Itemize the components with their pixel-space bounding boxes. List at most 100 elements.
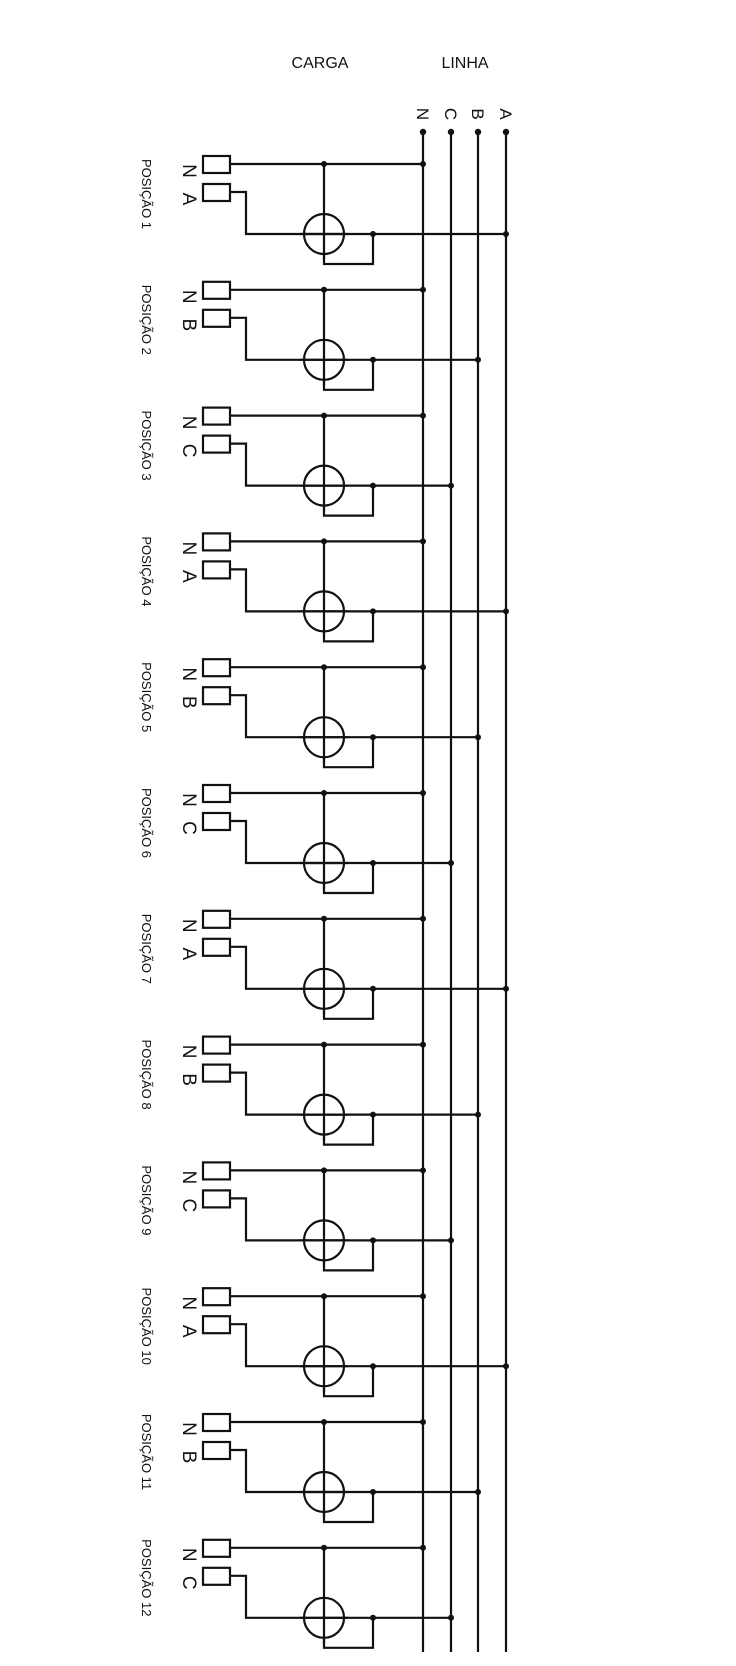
meter-loop-dot [370,1237,376,1244]
position-label: POSIÇÃO 11 [139,1414,154,1490]
linha-header: LINHA [441,55,488,72]
meter-loop-dot [370,1489,376,1495]
meter-loop-dot [370,1363,376,1370]
neutral-terminal-block [201,1538,232,1558]
meter-loop-wire [322,1617,375,1649]
position-7: POSIÇÃO 7 N A [139,909,509,1020]
phase-terminal-label: B [178,318,199,331]
phase-bus-dot [448,860,454,866]
neutral-terminal-block [201,1161,232,1181]
position-label: POSIÇÃO 3 [139,411,154,481]
meter-loop-dot [370,985,376,992]
position-label: POSIÇÃO 7 [139,914,154,984]
neutral-terminal-block [201,658,232,678]
meter-loop-wire [322,863,375,895]
phase-terminal-label: C [178,1576,199,1590]
neutral-bus-dot [420,1419,426,1425]
neutral-terminal-label: N [178,919,199,933]
phase-wire [230,1448,478,1494]
phase-terminal-label: A [178,193,199,206]
neutral-terminal-block [201,532,232,552]
meter-loop-wire [322,1240,375,1272]
phase-terminal-label: A [178,570,199,583]
phase-bus-dot [448,482,454,489]
neutral-terminal-label: N [178,793,199,807]
phase-terminal-block [201,1440,232,1461]
phase-terminal-block [201,1189,232,1209]
bus-label-n: N [413,108,432,120]
meter-loop-dot [370,734,376,741]
neutral-terminal-block [201,1035,232,1055]
meter-loop-dot [370,860,376,866]
neutral-bus-dot [420,790,426,796]
position-label: POSIÇÃO 1 [139,159,154,229]
meter-loop-dot [370,231,376,237]
phase-bus-dot [503,231,509,237]
position-6: POSIÇÃO 6 NC [139,783,454,895]
phase-terminal-label: A [178,947,199,960]
bus-label-a: A [496,108,515,120]
neutral-terminal-block [201,280,232,300]
phase-terminal-label: B [178,1073,199,1086]
bus-label-c: C [441,108,460,120]
phase-terminal-label: B [178,1451,199,1464]
neutral-terminal-block [201,406,232,426]
phase-bus-dot [475,1111,481,1118]
phase-bus-dot [448,1237,454,1244]
neutral-terminal-label: N [178,1296,199,1310]
neutral-bus-dot [420,412,426,419]
meter-loop-wire [322,359,375,391]
phase-terminal-block [201,560,232,580]
phase-terminal-block [201,1063,232,1083]
position-label: POSIÇÃO 6 [139,788,154,858]
meter-loop-dot [370,1614,376,1621]
neutral-terminal-label: N [178,164,199,178]
meter-loop-wire [322,1114,375,1146]
phase-wire [230,819,451,865]
phase-bus-dot [503,1363,509,1370]
meter-loop-wire [322,1492,375,1524]
phase-terminal-label: C [178,1199,199,1213]
phase-bus-dot [448,1614,454,1621]
phase-wire [230,1071,478,1116]
neutral-terminal-block [201,1412,232,1433]
position-1: POSIÇÃO 1 N A [139,154,509,266]
meter-loop-wire [322,1366,375,1398]
bus-c: C [441,108,460,1652]
neutral-terminal-label: N [178,290,199,304]
neutral-bus-dot [420,1041,426,1048]
phase-wire [230,1323,506,1368]
neutral-bus-dot [420,286,426,293]
phase-wire [230,568,506,613]
phase-wire [230,1574,451,1619]
phase-bus-dot [475,734,481,741]
phase-terminal-label: C [178,821,199,835]
phase-terminal-label: A [178,1325,199,1338]
bus-terminal-dot [447,128,455,136]
neutral-terminal-label: N [178,1548,199,1562]
phase-terminal-block [201,434,232,454]
meter-loop-wire [322,611,375,643]
neutral-terminal-label: N [178,416,199,430]
neutral-bus-dot [420,1293,426,1300]
position-label: POSIÇÃO 12 [139,1539,154,1616]
position-label: POSIÇÃO 8 [139,1040,154,1110]
neutral-terminal-label: N [178,1171,199,1185]
position-label: POSIÇÃO 9 [139,1165,154,1235]
phase-terminal-block [201,686,232,706]
neutral-terminal-block [201,783,232,804]
neutral-terminal-label: N [178,667,199,681]
phase-bus-dot [503,608,509,615]
bus-b: B [468,108,487,1652]
phase-wire [230,442,451,487]
neutral-terminal-label: N [178,542,199,556]
phase-bus-dot [475,356,481,363]
